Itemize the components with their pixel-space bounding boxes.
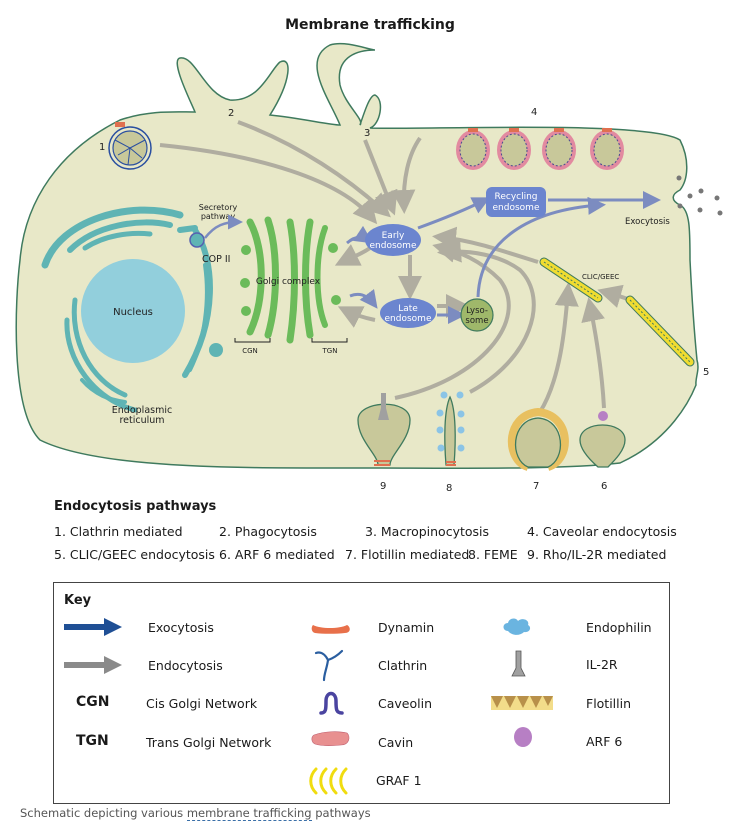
flotillin-icon (491, 696, 553, 710)
pathway-item: 3. Macropinocytosis (365, 524, 490, 539)
graf1-icon (309, 767, 348, 795)
secretory-arrow (204, 214, 243, 239)
pathway-item: 6. ARF 6 mediated (219, 547, 335, 562)
figure-title: Membrane trafficking (285, 17, 455, 33)
late-endosome-label-2: endosome (385, 314, 432, 324)
late-endosome (380, 298, 436, 328)
pathway-item: 4. Caveolar endocytosis (527, 524, 677, 539)
lysosome-label-2: some (465, 316, 488, 326)
pathway-item: 1. Clathrin mediated (54, 524, 183, 539)
key-label-cgn: Cis Golgi Network (146, 696, 258, 711)
recycling-endosome-label-2: endosome (493, 203, 540, 213)
number-3: 3 (364, 128, 370, 139)
arf6-icon (514, 727, 532, 747)
golgi-vesicles (240, 243, 341, 316)
er-label-1: Endoplasmic (112, 405, 172, 416)
early-endosome (365, 224, 421, 256)
caption-link[interactable]: membrane trafficking (186, 806, 312, 821)
nucleus (81, 259, 185, 363)
number-2: 2 (228, 108, 234, 119)
cgn-bracket (234, 338, 271, 343)
nucleus-label: Nucleus (113, 307, 153, 318)
dynamin-icon (311, 625, 350, 634)
number-1: 1 (99, 142, 105, 153)
endoplasmic-reticulum (41, 206, 213, 413)
caption-prefix: Schematic depicting various (20, 806, 187, 820)
early-endosome-label-2: endosome (370, 241, 417, 251)
pathway-numbers: 1 2 3 4 5 6 7 8 9 (99, 107, 709, 494)
key-symbol-tgn: TGN (76, 733, 109, 749)
golgi-complex (246, 216, 328, 344)
number-5: 5 (703, 367, 709, 378)
number-9: 9 (380, 481, 386, 492)
cop2-vesicle (189, 232, 205, 248)
key-label-dynamin: Dynamin (378, 620, 435, 635)
key-label-il2r: IL-2R (586, 657, 618, 672)
er-vesicle (209, 343, 223, 357)
secretory-label-2: pathway (201, 212, 236, 221)
cell-diagram: Nucleus Endoplasmic reticulum COP II Sec… (15, 42, 723, 494)
il2r-invagination (357, 393, 411, 466)
clathrin-vesicle (108, 122, 152, 170)
pathway-item: 7. Flotillin mediated (345, 547, 470, 562)
endophilin-icon (503, 618, 531, 635)
secretory-label-1: Secretory (199, 203, 238, 212)
caveolin-icon (319, 691, 344, 715)
key-title: Key (64, 593, 92, 608)
early-endosome-label-1: Early (382, 231, 405, 241)
feme-invagination (436, 391, 465, 466)
clic-geec-label: CLIC/GEEC (582, 273, 619, 281)
key-label-caveolin: Caveolin (378, 696, 432, 711)
pathway-item: 9. Rho/IL-2R mediated (527, 547, 667, 562)
key-label-tgn: Trans Golgi Network (146, 735, 272, 750)
pathway-item: 2. Phagocytosis (219, 524, 317, 539)
key-label-flotillin: Flotillin (586, 696, 632, 711)
secreted-particles (676, 175, 723, 216)
key-label-arf6: ARF 6 (586, 734, 623, 749)
exocytosis-label: Exocytosis (625, 217, 670, 227)
blue-arrow-icon (64, 618, 122, 636)
number-6: 6 (601, 481, 607, 492)
cop2-label: COP II (202, 254, 230, 265)
key-label-endocytosis: Endocytosis (148, 658, 223, 673)
number-7: 7 (533, 481, 539, 492)
gray-arrow-icon (64, 656, 122, 674)
key-label-clathrin: Clathrin (378, 658, 428, 673)
caption-suffix: pathways (311, 806, 371, 820)
key-label-cavin: Cavin (378, 735, 414, 750)
key-label-graf1: GRAF 1 (376, 773, 422, 788)
number-8: 8 (446, 483, 452, 494)
key-label-endophilin: Endophilin (586, 620, 652, 635)
lysosome-label-1: Lyso- (466, 306, 488, 316)
flotillin-invagination (507, 407, 569, 471)
late-endosome-label-1: Late (398, 304, 418, 314)
arf6-invagination (579, 411, 626, 468)
key-legend: Key Exocytosis Endocytosis CGN Cis Golgi… (53, 582, 670, 804)
cgn-label: CGN (242, 347, 258, 355)
pathway-item: 8. FEME (468, 547, 518, 562)
cavin-icon (311, 731, 350, 746)
clathrin-icon (314, 649, 344, 682)
il2r-icon (511, 650, 526, 677)
figure-caption: Schematic depicting various membrane tra… (20, 806, 371, 821)
golgi-label: Golgi complex (256, 277, 321, 287)
recycling-endosome (486, 187, 546, 217)
key-symbol-cgn: CGN (76, 694, 110, 710)
number-4: 4 (531, 107, 537, 118)
clic-geec-tubules (539, 257, 695, 367)
er-label-2: reticulum (119, 415, 164, 426)
pathways-title: Endocytosis pathways (54, 499, 217, 514)
recycling-endosome-label-1: Recycling (494, 192, 537, 202)
key-label-exocytosis: Exocytosis (148, 620, 214, 635)
tgn-label: TGN (322, 347, 338, 355)
pathway-item: 5. CLIC/GEEC endocytosis (54, 547, 215, 562)
lysosome (460, 298, 494, 332)
caveolae (456, 128, 624, 170)
tgn-bracket (311, 338, 348, 343)
